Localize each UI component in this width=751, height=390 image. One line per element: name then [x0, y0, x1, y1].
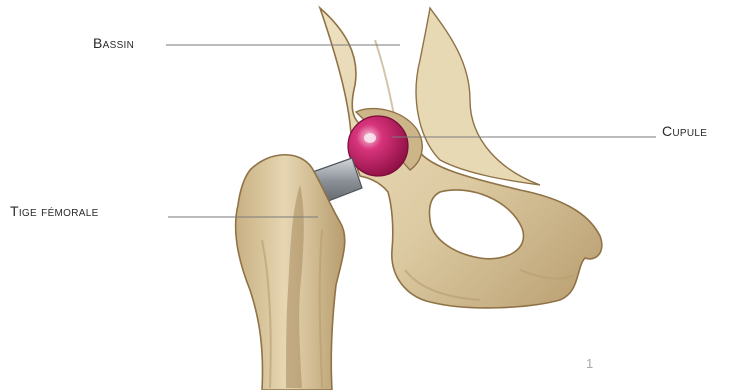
acetabular-cup-implant	[348, 109, 422, 176]
label-bassin: Bassin	[93, 36, 134, 50]
label-cupule: Cupule	[662, 124, 707, 138]
figure-number: 1	[586, 356, 593, 371]
label-tige-femorale: Tige fémorale	[10, 204, 99, 218]
